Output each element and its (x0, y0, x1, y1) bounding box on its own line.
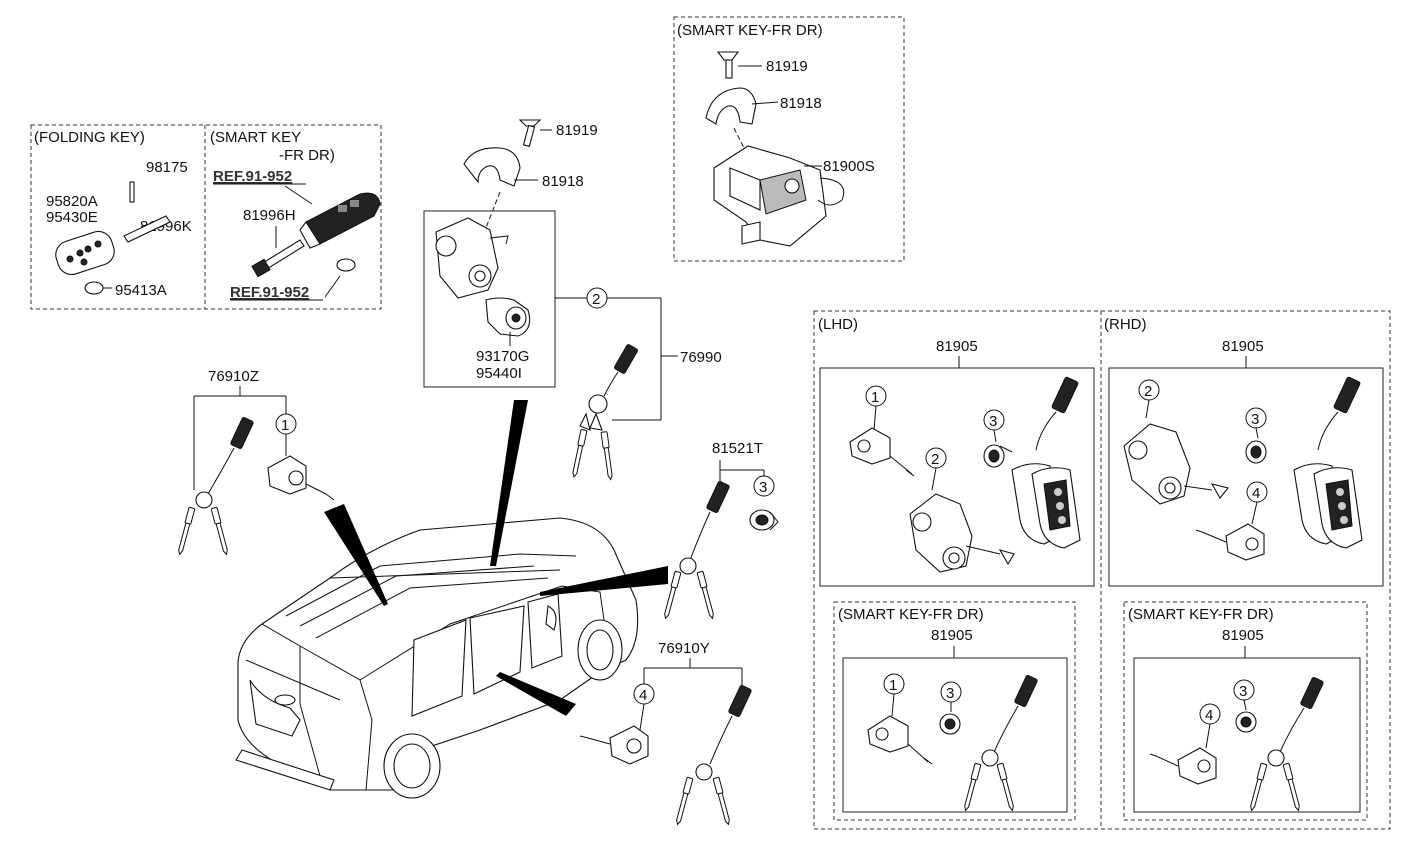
lhd-rhd-panel: (LHD) (RHD) 81905 81905 1 2 3 (813, 310, 1391, 830)
callout-2-lhd[interactable]: 2 (931, 451, 939, 468)
part-76910Z[interactable]: 76910Z (208, 368, 259, 385)
part-81900S[interactable]: 81900S (823, 158, 875, 175)
lhd-title: (LHD) (818, 316, 858, 333)
smart-key-title-line2: -FR DR) (279, 147, 335, 164)
callout-4-smart-rhd[interactable]: 4 (1205, 707, 1213, 724)
smart-key-battery-icon (336, 258, 356, 272)
smart-key-lock-title: (SMART KEY-FR DR) (677, 22, 823, 39)
callout-2-ignition[interactable]: 2 (592, 291, 600, 308)
part-81905-smart-lhd[interactable]: 81905 (931, 627, 973, 644)
smart-rhd-tailgate-cylinder-icon (1235, 711, 1257, 733)
vehicle-illustration (235, 517, 639, 799)
part-95820A[interactable]: 95820A (46, 193, 98, 210)
ignition-screw-icon (518, 119, 552, 148)
part-81919-b[interactable]: 81919 (556, 122, 598, 139)
lhd-door-cylinder-icon (849, 427, 915, 477)
callout-4-rhd[interactable]: 4 (1252, 485, 1260, 502)
part-81918-a[interactable]: 81918 (780, 95, 822, 112)
lhd-folding-keys-icon (1011, 376, 1081, 549)
ignition-switch-icon (435, 217, 509, 299)
part-81905-smart-rhd[interactable]: 81905 (1222, 627, 1264, 644)
emergency-key-icon (251, 239, 305, 278)
callout-1-76910Z[interactable]: 1 (281, 417, 289, 434)
pointer-wedges (324, 400, 668, 716)
callout-3-rhd[interactable]: 3 (1251, 411, 1259, 428)
part-93170G[interactable]: 93170G (476, 348, 529, 365)
folding-key-title: (FOLDING KEY) (34, 129, 145, 146)
smart-key-rhd-title: (SMART KEY-FR DR) (1128, 606, 1274, 623)
smart-lhd-key-set-icon (962, 675, 1038, 812)
rhd-ignition-icon (1123, 423, 1229, 505)
key-set-76910Z-icon (176, 417, 254, 556)
part-95440I[interactable]: 95440I (476, 365, 522, 382)
smart-rhd-door-cylinder-icon (1149, 747, 1217, 785)
part-76990[interactable]: 76990 (680, 349, 722, 366)
door-lock-actuator-icon (713, 145, 845, 247)
callout-3-smart-rhd[interactable]: 3 (1239, 683, 1247, 700)
callout-3-lhd[interactable]: 3 (989, 413, 997, 430)
ignition-lock-group: 81919 81918 93170G 95440I (423, 119, 722, 481)
rhd-door-cylinder-icon (1195, 523, 1265, 561)
key-set-81521T-icon (662, 481, 730, 620)
part-81521T[interactable]: 81521T (712, 440, 763, 457)
part-81905-lhd[interactable]: 81905 (936, 338, 978, 355)
rhd-title: (RHD) (1104, 316, 1147, 333)
part-81919-a[interactable]: 81919 (766, 58, 808, 75)
callout-3-smart-lhd[interactable]: 3 (946, 685, 954, 702)
part-95430E[interactable]: 95430E (46, 209, 98, 226)
folding-key-group: (FOLDING KEY) (SMART KEY -FR DR) 95820A … (30, 124, 382, 310)
smart-key-fob-icon (299, 192, 381, 249)
lhd-ignition-icon (909, 493, 1015, 573)
tailgate-cylinder-icon (749, 509, 779, 531)
smart-rhd-key-set-icon (1248, 677, 1324, 812)
pin-icon (129, 181, 135, 203)
callout-4-76910Y[interactable]: 4 (639, 687, 647, 704)
ref-91-952-a[interactable]: REF.91-952 (213, 168, 292, 185)
part-98175[interactable]: 98175 (146, 159, 188, 176)
folding-key-fob-icon (55, 230, 115, 276)
door-key-76910Z-group: 76910Z 1 (176, 368, 335, 556)
key-set-76910Y-icon (674, 685, 752, 826)
rhd-folding-keys-icon (1293, 376, 1363, 549)
smart-key-lock-group: (SMART KEY-FR DR) 81919 81918 81900S (673, 16, 905, 262)
battery-icon (84, 281, 104, 295)
part-81996H[interactable]: 81996H (243, 207, 296, 224)
smart-lhd-tailgate-cylinder-icon (939, 713, 961, 735)
lock-cover-icon (705, 87, 779, 125)
door-lock-cylinder-76910Z-icon (267, 455, 335, 501)
part-95413A[interactable]: 95413A (115, 282, 167, 299)
door-lock-cylinder-76910Y-icon (579, 725, 649, 765)
lhd-tailgate-cylinder-icon (983, 444, 1013, 468)
part-81905-rhd[interactable]: 81905 (1222, 338, 1264, 355)
ignition-ring-icon (485, 297, 531, 337)
ignition-cover-icon (463, 147, 538, 187)
smart-key-title-line1: (SMART KEY (210, 129, 301, 146)
key-blade-icon (123, 215, 171, 243)
part-81918-b[interactable]: 81918 (542, 173, 584, 190)
rhd-tailgate-cylinder-icon (1245, 440, 1267, 464)
callout-3-81521T[interactable]: 3 (759, 479, 767, 496)
door-key-76910Y-group: 76910Y 4 (579, 640, 752, 826)
ignition-box (423, 210, 556, 388)
callout-1-smart-lhd[interactable]: 1 (889, 677, 897, 694)
callout-2-rhd[interactable]: 2 (1144, 383, 1152, 400)
screw-icon (716, 51, 762, 79)
part-76910Y[interactable]: 76910Y (658, 640, 710, 657)
callout-1-lhd[interactable]: 1 (871, 389, 879, 406)
key-set-76990-icon (570, 344, 638, 481)
tailgate-key-81521T-group: 81521T 3 (662, 440, 779, 620)
smart-lhd-door-cylinder-icon (867, 715, 933, 765)
smart-key-lhd-title: (SMART KEY-FR DR) (838, 606, 984, 623)
ref-91-952-b[interactable]: REF.91-952 (230, 284, 309, 301)
